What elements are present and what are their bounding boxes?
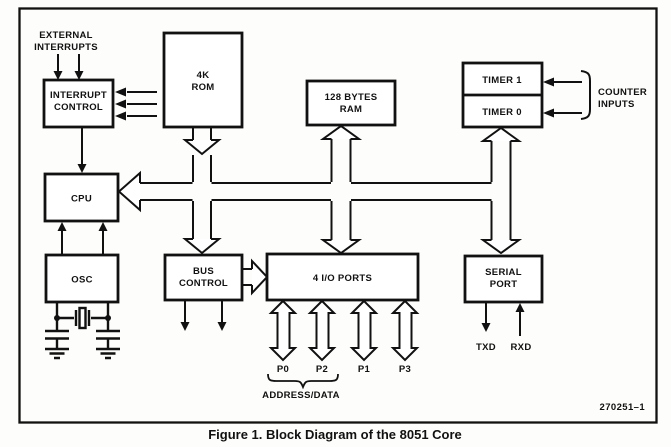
bus-control-to-io-arrow [242, 258, 269, 296]
p2-arrow [307, 299, 337, 362]
rxd-label: RXD [511, 342, 532, 353]
bus-control-down-arrowhead [182, 238, 222, 255]
port-p0-label: P0 [277, 364, 289, 375]
rom-block [162, 31, 244, 129]
external-interrupts-label-line1: EXTERNAL [39, 30, 93, 41]
ground-left [45, 347, 69, 360]
ground-right [96, 347, 120, 360]
timer1-label: TIMER 1 [482, 75, 522, 86]
rom-to-interrupt-arrows [115, 87, 157, 121]
io-ports-label: 4 I/O PORTS [313, 273, 372, 284]
port-p1-label: P1 [358, 364, 371, 375]
figure-caption: Figure 1. Block Diagram of the 8051 Core [208, 427, 462, 442]
p3-arrow [390, 299, 420, 362]
external-interrupts-label-line2: INTERRUPTS [34, 42, 98, 53]
p1-arrow [349, 299, 379, 362]
diagram-frame [18, 7, 658, 424]
rom-down-arrowhead [182, 139, 222, 156]
counter-input-arrows [543, 70, 591, 120]
osc-to-cpu-arrows [57, 222, 108, 255]
port-p2-label: P2 [316, 364, 328, 375]
interrupt-control-label-line1: INTERRUPT [50, 90, 107, 101]
bus-control-label-line2: CONTROL [179, 278, 228, 289]
rom-bus-channel [182, 127, 222, 255]
ram-block [305, 79, 397, 127]
osc-label: OSC [71, 275, 93, 286]
txd-arrow [481, 302, 491, 332]
doc-number: 270251–1 [600, 402, 646, 413]
io-ports-down-arrowhead [319, 239, 363, 255]
timer0-label: TIMER 0 [482, 107, 522, 118]
rom-label-line2: ROM [191, 82, 214, 93]
external-interrupt-arrows [53, 54, 84, 80]
bus-to-cpu-arrowhead [117, 170, 141, 213]
bus-control-label-line1: BUS [193, 266, 214, 277]
ram-bus-channel [319, 124, 363, 255]
address-data-brace [267, 373, 339, 390]
serial-port-block [463, 254, 544, 304]
counter-inputs-label-line2: INPUTS [598, 99, 635, 110]
timer-bus-channel [479, 126, 523, 255]
cpu-block [43, 172, 120, 223]
p0-arrow [268, 299, 298, 362]
rom-label-line1: 4K [197, 70, 210, 81]
bus-control-output-arrows [180, 300, 227, 331]
capacitor-right [96, 318, 120, 349]
ram-label-line2: RAM [340, 104, 363, 115]
serial-port-down-arrowhead [479, 239, 523, 255]
crystal-plates [74, 310, 91, 326]
interrupt-control-label-line2: CONTROL [54, 102, 103, 113]
rxd-arrow [515, 303, 525, 336]
timer-up-arrowhead [479, 126, 523, 142]
capacitor-left [45, 318, 69, 349]
counter-inputs-label-line1: COUNTER [598, 87, 647, 98]
io-ports-block [265, 252, 420, 302]
counter-inputs-bracket [580, 70, 591, 120]
ram-up-arrowhead [319, 124, 363, 140]
osc-block [44, 253, 120, 304]
serial-port-label-line2: PORT [490, 279, 518, 290]
interrupt-to-cpu-arrow [77, 127, 87, 173]
address-data-label: ADDRESS/DATA [262, 390, 340, 401]
serial-port-label-line1: SERIAL [485, 267, 522, 278]
crystal-icon [78, 306, 87, 330]
port-p3-label: P3 [399, 364, 411, 375]
crystal-circuit [45, 302, 120, 360]
interrupt-control-block [42, 78, 115, 129]
system-bus [117, 170, 492, 213]
ram-label-line1: 128 BYTES [325, 92, 378, 103]
port-arrows [268, 299, 420, 362]
cpu-label: CPU [71, 194, 92, 205]
bus-control-block [163, 253, 244, 302]
txd-label: TXD [476, 342, 496, 353]
